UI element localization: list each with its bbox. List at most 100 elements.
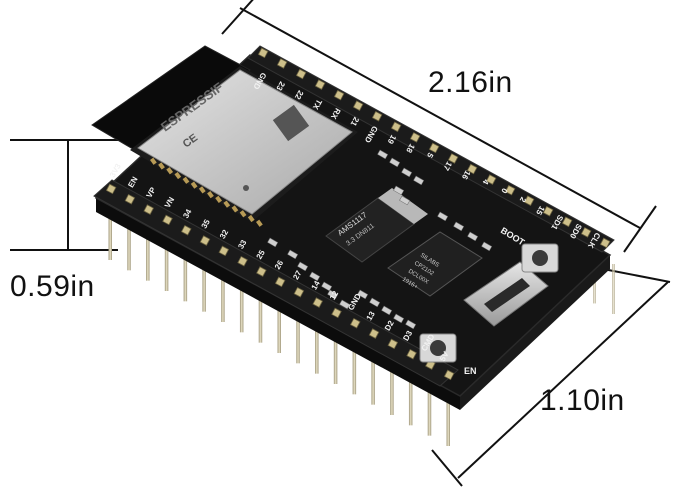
module-pad <box>207 191 214 199</box>
smd-part <box>339 299 351 310</box>
width-dimension-line <box>457 281 669 479</box>
boot-button-cap <box>532 250 548 266</box>
pin-top <box>390 121 402 133</box>
pin-leg <box>408 367 413 426</box>
pin-leg <box>127 212 131 271</box>
pin-top <box>274 276 286 288</box>
pin-top <box>599 237 611 249</box>
pin-top <box>447 153 459 164</box>
module-pad <box>223 200 231 208</box>
module-pad <box>174 171 182 180</box>
pin-top <box>180 224 192 236</box>
length-extension-right <box>623 205 657 253</box>
module-pad <box>166 167 174 175</box>
width-extension-top <box>597 267 671 283</box>
pin-top <box>387 338 399 350</box>
pin-top <box>276 58 288 69</box>
module-pad <box>239 210 247 218</box>
smd-part <box>437 211 449 222</box>
pin-top <box>428 142 440 154</box>
pin-top <box>371 110 383 122</box>
smd-part <box>393 313 405 324</box>
pin-top <box>333 89 345 101</box>
pin-leg <box>390 357 394 415</box>
pin-leg <box>427 377 432 436</box>
pin-top <box>485 174 497 185</box>
smd-part <box>381 305 393 316</box>
module-pad <box>190 181 198 189</box>
length-extension-left <box>221 0 254 35</box>
pin-leg <box>202 253 206 312</box>
pin-leg <box>183 243 188 302</box>
smd-part <box>389 157 401 168</box>
chip-body <box>387 231 483 297</box>
en-button: EN <box>419 333 477 376</box>
smd-part <box>357 289 369 300</box>
module-pad <box>247 214 255 223</box>
pin-top <box>504 184 516 196</box>
pin-leg <box>315 315 319 374</box>
module-dot <box>243 185 249 191</box>
board-side <box>96 198 460 410</box>
smd-part <box>369 297 381 308</box>
pin-top <box>406 348 417 360</box>
pin-top <box>368 328 380 339</box>
pin-label: 2 <box>518 195 528 204</box>
usb-opening <box>484 278 530 312</box>
pin-top <box>314 79 326 90</box>
micro-usb-port <box>463 261 549 327</box>
pin-top <box>409 132 421 143</box>
regulator-tab <box>378 188 428 224</box>
pin-top <box>466 163 478 175</box>
pin-leg <box>164 233 169 291</box>
length-dimension-line <box>239 7 641 229</box>
pin-top <box>523 195 535 206</box>
smd-part <box>453 221 465 232</box>
pin-label: 5 <box>425 151 435 160</box>
smd-part <box>287 249 299 260</box>
module-pad <box>198 186 206 194</box>
pin-top <box>237 255 248 267</box>
antenna-pcb <box>91 45 251 153</box>
front-pin-tops <box>105 183 455 381</box>
pin-leg <box>258 284 263 343</box>
smd-part <box>467 231 479 242</box>
pin-top <box>256 266 267 277</box>
smd-part <box>399 195 411 206</box>
pin-leg <box>333 326 338 384</box>
smd-part <box>267 237 279 248</box>
module-pad <box>215 195 222 204</box>
smd-part <box>481 241 493 252</box>
pin-label: 4 <box>480 178 490 187</box>
back-pin-tops <box>257 47 611 249</box>
smd-part <box>413 175 425 186</box>
pin-top <box>295 68 307 80</box>
pin-top <box>257 47 269 59</box>
pin-leg <box>108 202 112 260</box>
en-button-cap <box>430 340 446 356</box>
pin-top <box>312 297 323 308</box>
smd-part <box>405 319 417 330</box>
smd-components <box>267 149 493 330</box>
esp32-module: ESPRESSIF CE <box>130 66 358 227</box>
metal-shield <box>137 69 353 215</box>
pin-top <box>293 286 305 298</box>
smd-part <box>321 281 333 292</box>
pin-top <box>331 307 342 319</box>
board-side-right <box>460 255 610 410</box>
usb-uart-chip: SILABS CP2102 DCL00X 1916+ <box>387 231 483 297</box>
pin-top <box>349 317 361 329</box>
pin-legs-front <box>108 202 450 446</box>
pin-top <box>199 235 211 246</box>
smd-part <box>393 185 405 196</box>
pin-top <box>443 369 455 381</box>
length-dimension-label: 2.16in <box>428 66 513 99</box>
en-button-label: EN <box>464 366 477 376</box>
module-pads <box>150 157 263 227</box>
pin-leg <box>612 264 615 314</box>
smd-part <box>377 149 389 160</box>
dimension-lines <box>10 0 671 487</box>
pin-top <box>218 245 230 257</box>
pin-label: 0 <box>499 187 509 196</box>
